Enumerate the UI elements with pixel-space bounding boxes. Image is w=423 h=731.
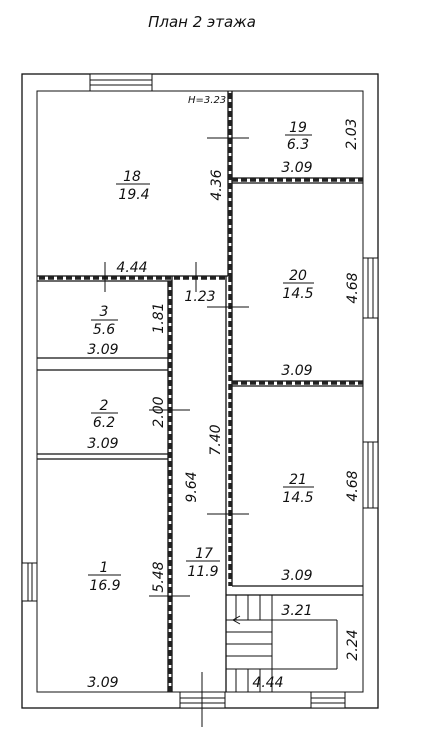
room-1: 1 16.9 5.48 3.09 <box>87 560 167 691</box>
room-21: 21 14.5 4.68 3.09 <box>281 470 361 584</box>
room-3: 3 5.6 1.81 3.09 <box>87 302 167 358</box>
interior-walls <box>37 91 363 692</box>
room-area: 5.6 <box>93 322 115 338</box>
room-height-dim: 9.64 <box>184 471 200 502</box>
room-area: 19.4 <box>118 187 149 203</box>
corridor-right-dim: 7.40 <box>208 424 224 455</box>
room-height-dim: 4.68 <box>345 470 361 501</box>
room-20: 20 14.5 4.68 3.09 <box>281 268 361 379</box>
hatched-walls <box>39 93 363 692</box>
dimension-ticks <box>104 137 249 727</box>
staircase <box>226 595 338 692</box>
room-18: 18 19.4 4.36 4.44 <box>116 169 225 276</box>
room-number: 2 <box>100 398 109 414</box>
room-height-dim: 4.36 <box>209 169 225 200</box>
window-right-upper <box>362 257 379 319</box>
room-height-dim: 5.48 <box>151 561 167 592</box>
room-number: 21 <box>289 472 307 488</box>
room-width-dim: 4.44 <box>116 260 147 276</box>
room-height-dim: 2.00 <box>151 396 167 427</box>
room-area: 6.3 <box>287 137 309 153</box>
window-right-lower <box>362 441 379 509</box>
room-width-dim: 3.09 <box>281 160 312 176</box>
room-area: 14.5 <box>282 286 313 302</box>
room-area: 14.5 <box>282 490 313 506</box>
stair-dims: 3.21 2.24 4.44 <box>252 603 361 691</box>
room-height-dim: 2.03 <box>344 118 360 149</box>
room-width-dim: 3.09 <box>87 675 118 691</box>
room-width-dim: 3.09 <box>87 342 118 358</box>
window-bottom-right <box>310 691 346 709</box>
room-number: 1 <box>100 560 109 576</box>
stair-height-dim: 2.24 <box>345 629 361 660</box>
room-number: 19 <box>289 120 307 136</box>
outer-wall <box>21 73 379 709</box>
room-19: 19 6.3 2.03 3.09 <box>281 118 360 176</box>
room-number: 17 <box>195 546 213 562</box>
room-2: 2 6.2 2.00 3.09 <box>87 396 167 452</box>
window-top <box>89 73 153 92</box>
room-width-dim: 3.09 <box>281 568 312 584</box>
stair-width-dim: 3.21 <box>281 603 312 619</box>
room-17: 17 11.9 9.64 1.23 7.40 <box>184 289 224 580</box>
room-width-dim: 3.09 <box>281 363 312 379</box>
room-width-dim: 1.23 <box>184 289 215 305</box>
height-mark: H=3.23 <box>188 95 226 106</box>
room-number: 20 <box>289 268 307 284</box>
room-number: 18 <box>123 169 141 185</box>
room-area: 11.9 <box>187 564 218 580</box>
room-height-dim: 4.68 <box>345 272 361 303</box>
room-width-dim: 3.09 <box>87 436 118 452</box>
window-left <box>21 562 38 602</box>
plan-title: План 2 этажа <box>148 13 256 31</box>
room-area: 6.2 <box>93 415 115 431</box>
room-area: 16.9 <box>89 578 120 594</box>
room-height-dim: 1.81 <box>151 302 167 333</box>
room-number: 3 <box>100 304 109 320</box>
stair-bottom-dim: 4.44 <box>252 675 283 691</box>
